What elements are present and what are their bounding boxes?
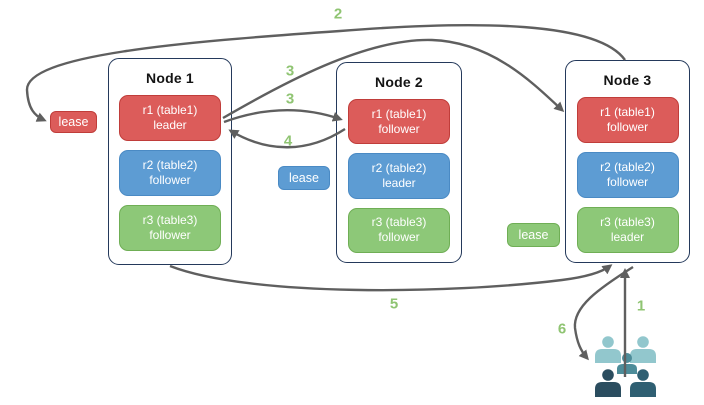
node-1-title: Node 1	[146, 70, 194, 86]
step-label-2: 2	[333, 5, 343, 23]
node-2-range-r3: r3 (table3) follower	[348, 207, 450, 253]
range-name: r2 (table2)	[600, 160, 655, 174]
node-3-range-r2: r2 (table2) follower	[576, 152, 679, 198]
users-icon	[595, 336, 656, 397]
range-role: leader	[153, 118, 187, 132]
node-2-range-r2: r2 (table2) leader	[348, 153, 450, 199]
range-name: r1 (table1)	[600, 105, 655, 119]
range-name: r3 (table3)	[371, 215, 427, 230]
step-label-3b: 3	[285, 90, 295, 108]
range-name: r1 (table1)	[142, 103, 198, 117]
range-role: follower	[378, 230, 420, 245]
node-3-range-r1: r1 (table1) follower	[576, 97, 679, 143]
node-2: Node 2 r1 (table1) follower r2 (table2) …	[336, 62, 462, 263]
lease-badge-r3: lease	[507, 223, 560, 247]
node-1: Node 1 r1 (table1) leader r2 (table2) fo…	[108, 58, 232, 265]
node-2-range-r1: r1 (table1) follower	[348, 99, 450, 145]
range-name: r2 (table2)	[371, 160, 427, 175]
range-name: r3 (table3)	[600, 215, 655, 229]
lease-badge-r1: lease	[50, 111, 97, 133]
arrow-step3-node1-to-node2	[223, 108, 343, 124]
person-icon	[595, 369, 621, 397]
step-label-1: 1	[636, 297, 646, 315]
range-role: follower	[606, 175, 649, 189]
range-name: r1 (table1)	[371, 106, 427, 121]
step-label-5: 5	[389, 295, 399, 313]
range-role: leader	[610, 230, 645, 244]
node-2-title: Node 2	[375, 74, 423, 90]
node-1-range-r1: r1 (table1) leader	[119, 95, 221, 141]
step-label-4: 4	[283, 132, 293, 150]
range-role: leader	[382, 175, 416, 190]
range-name: r3 (table3)	[142, 213, 198, 227]
range-name: r2 (table2)	[142, 158, 198, 172]
node-1-range-r3: r3 (table3) follower	[119, 205, 221, 251]
arrow-step5-node1-to-node3	[169, 264, 613, 292]
node-3-title: Node 3	[603, 72, 652, 88]
lease-badge-r2: lease	[278, 166, 330, 190]
person-icon	[595, 336, 621, 363]
node-1-range-r2: r2 (table2) follower	[119, 150, 221, 196]
range-role: follower	[606, 120, 649, 134]
node-3: Node 3 r1 (table1) follower r2 (table2) …	[565, 60, 690, 263]
range-role: follower	[149, 228, 191, 242]
range-role: follower	[378, 121, 420, 136]
step-label-3a: 3	[285, 62, 295, 80]
step-label-6: 6	[557, 320, 567, 338]
node-3-range-r3: r3 (table3) leader	[576, 207, 679, 253]
person-icon	[630, 369, 656, 397]
range-role: follower	[149, 173, 191, 187]
person-icon	[630, 336, 656, 363]
